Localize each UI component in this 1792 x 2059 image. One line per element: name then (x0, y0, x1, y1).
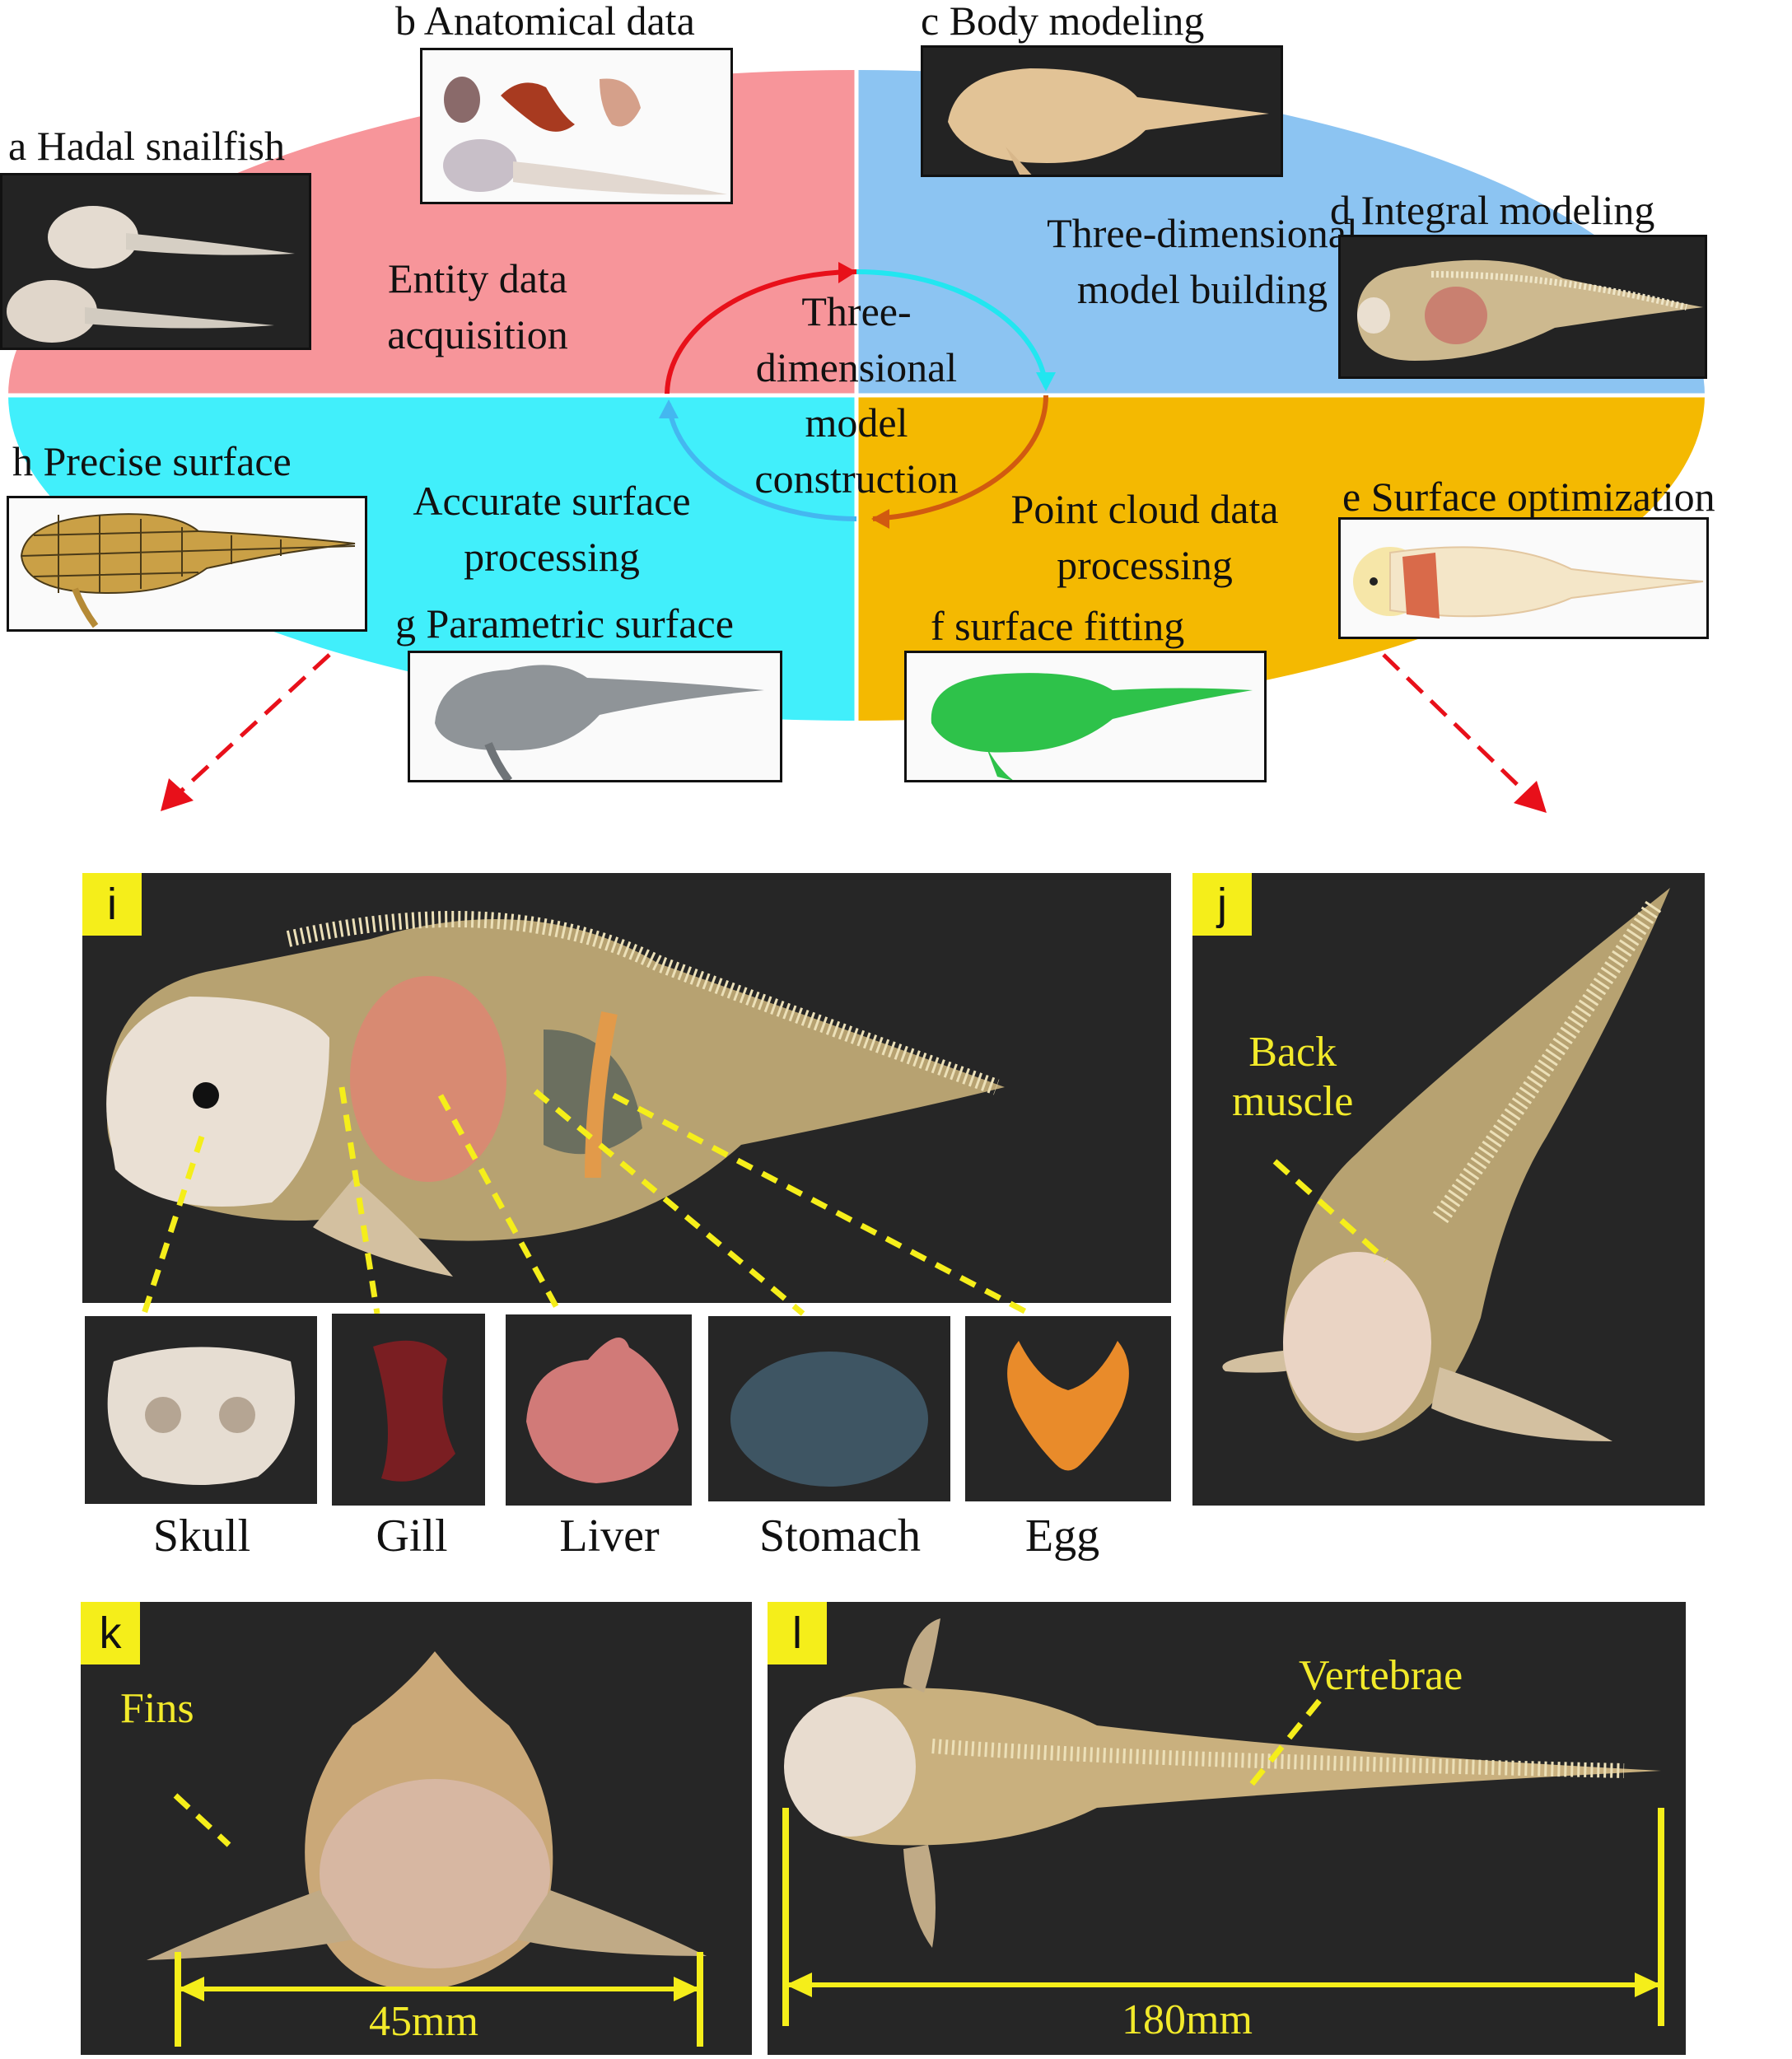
step-f-label: f surface fitting (931, 603, 1185, 649)
vertebrae-label: Vertebrae (1299, 1652, 1463, 1699)
organ-label-gill: Gill (376, 1510, 448, 1562)
egg-image (965, 1316, 1171, 1501)
quadrant-building-label: Three-dimensional model building (1047, 210, 1358, 312)
cycle-center-label: Three-dimensional model construction (754, 288, 959, 502)
skull-image (85, 1316, 317, 1504)
organ-leader-lines (141, 1086, 1031, 1317)
anatomical-photo (420, 48, 733, 204)
width-measurement-label: 45mm (369, 1998, 478, 2045)
precise-surface-image (7, 496, 367, 632)
dashed-arrow-left (175, 653, 331, 796)
panel-l: l Vertebrae 180mm (768, 1602, 1686, 2055)
organ-label-egg: Egg (1024, 1510, 1100, 1562)
surface-fitting-image (904, 651, 1267, 782)
hadal-snailfish-photo (0, 173, 311, 350)
fins-label: Fins (120, 1685, 194, 1732)
cycle-arrow-red (665, 269, 857, 395)
step-h-label: h Precise surface (12, 438, 292, 484)
length-measurement-label: 180mm (1122, 1996, 1253, 2043)
cycle-arrow-orange (872, 395, 1049, 521)
quadrant-accurate-label: Accurate surface processing (413, 478, 691, 580)
surface-optimization-image (1338, 517, 1709, 639)
gill-image (332, 1314, 485, 1506)
panel-k: k Fins 45mm (81, 1602, 752, 2055)
cycle-arrow-blue (666, 403, 857, 521)
panel-i: i (82, 873, 1171, 1303)
step-g-label: g Parametric surface (395, 600, 734, 647)
stomach-image (708, 1316, 950, 1501)
body-modeling-image (921, 45, 1283, 177)
step-b-label: b Anatomical data (395, 0, 695, 44)
organ-label-skull: Skull (152, 1510, 251, 1562)
panel-j: j Back muscle (1192, 873, 1705, 1506)
organ-label-stomach: Stomach (759, 1510, 921, 1562)
dashed-arrow-right (1382, 653, 1529, 796)
step-a-label: a Hadal snailfish (8, 123, 286, 169)
quadrant-entity-label: Entity data acquisition (387, 255, 568, 357)
panel-i-tag: i (82, 873, 142, 936)
parametric-surface-image (408, 651, 782, 782)
step-d-label: d Integral modeling (1330, 187, 1655, 233)
quadrant-pointcloud-label: Point cloud data processing (1010, 486, 1279, 588)
integral-modeling-image (1338, 235, 1707, 379)
panel-k-tag: k (81, 1602, 140, 1664)
organ-label-liver: Liver (559, 1510, 660, 1562)
cycle-arrow-cyan (856, 268, 1048, 388)
step-c-label: c Body modeling (921, 0, 1205, 44)
panel-j-tag: j (1192, 873, 1252, 936)
step-e-label: e Surface optimization (1342, 474, 1715, 520)
back-muscle-label: Back muscle (1232, 1029, 1354, 1125)
panel-l-tag: l (768, 1602, 827, 1664)
liver-image (506, 1314, 692, 1506)
